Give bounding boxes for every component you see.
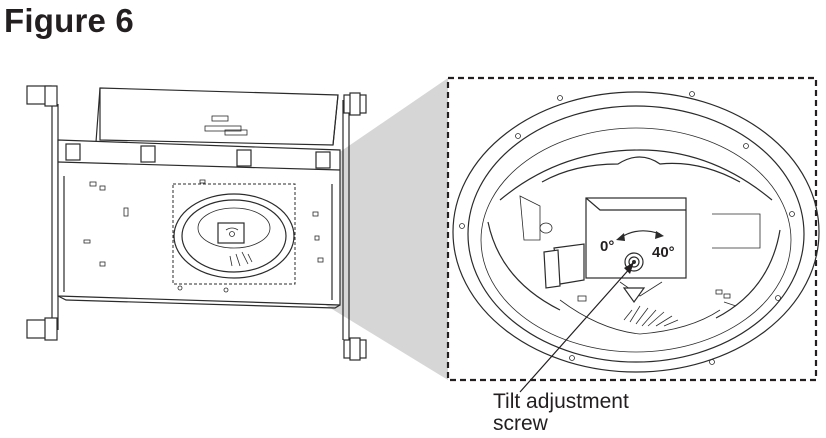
callout-line-2: screw — [493, 412, 548, 435]
figure-title: Figure 6 — [4, 2, 134, 39]
angle-max-label: 40° — [652, 244, 675, 261]
callout-leader — [519, 265, 633, 393]
callout-arrowhead — [624, 262, 634, 274]
tilt-screw-callout: Tilt adjustment screw — [493, 391, 629, 435]
detail-box — [172, 183, 296, 285]
trim-ring-detail — [452, 91, 820, 373]
housing-frame — [26, 85, 367, 361]
angle-min-label: 0° — [600, 238, 614, 255]
callout-line-1: Tilt adjustment — [493, 390, 629, 413]
